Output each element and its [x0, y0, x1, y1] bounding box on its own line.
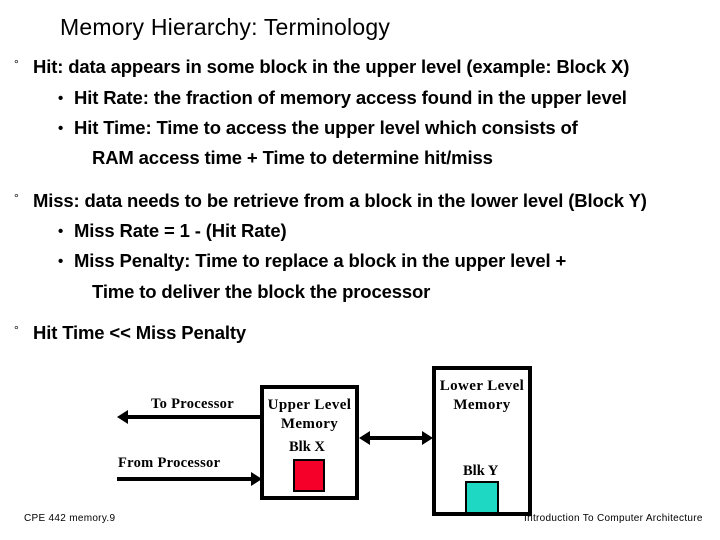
upper-level-title-line1: Upper Level [267, 397, 352, 413]
dot-bullet-icon: • [58, 120, 64, 137]
from-processor-label: From Processor [118, 455, 221, 471]
dot-bullet-icon: • [58, 223, 64, 240]
dot-bullet-icon: • [58, 90, 64, 107]
upper-level-memory-box: Upper Level Memory [260, 385, 359, 500]
blk-x-label: Blk X [289, 439, 325, 455]
bullet-line-hit-time: • Hit Time: Time to access the upper leve… [58, 117, 578, 139]
blk-y-swatch [465, 481, 499, 514]
bullet-text: Hit Time: Time to access the upper level… [74, 117, 578, 138]
bullet-text: Hit Time << Miss Penalty [33, 322, 247, 343]
bullet-text: Hit Rate: the fraction of memory access … [74, 87, 627, 108]
upper-level-title-line2: Memory [280, 416, 339, 432]
degree-bullet-icon: ° [14, 191, 19, 205]
lower-level-title-line1: Lower Level [439, 378, 525, 394]
bullet-line-miss-rate: • Miss Rate = 1 - (Hit Rate) [58, 220, 287, 242]
blk-x-swatch [293, 459, 325, 492]
to-processor-label: To Processor [151, 396, 234, 412]
page-title: Memory Hierarchy: Terminology [60, 14, 391, 40]
inter-level-arrow-head-right-icon [422, 431, 433, 445]
bullet-line-deliver-block: Time to deliver the block the processor [92, 281, 430, 303]
blk-y-label: Blk Y [463, 463, 499, 479]
footer-right-text: Introduction To Computer Architecture [524, 513, 703, 524]
to-processor-arrow-line [128, 415, 262, 419]
dot-bullet-icon: • [58, 253, 64, 270]
bullet-text: Miss Rate = 1 - (Hit Rate) [74, 220, 287, 241]
bullet-line-hit-rate: • Hit Rate: the fraction of memory access… [58, 87, 627, 109]
bullet-line-miss: ° Miss: data needs to be retrieve from a … [14, 190, 647, 212]
bullet-text: Miss: data needs to be retrieve from a b… [33, 190, 647, 211]
bullet-text: RAM access time + Time to determine hit/… [92, 147, 493, 168]
bullet-line-miss-penalty: • Miss Penalty: Time to replace a block i… [58, 250, 566, 272]
lower-level-memory-title: Lower Level Memory [436, 377, 528, 415]
degree-bullet-icon: ° [14, 57, 19, 71]
bullet-text: Time to deliver the block the processor [92, 281, 431, 302]
from-processor-arrow-line [117, 477, 251, 481]
lower-level-title-line2: Memory [453, 397, 511, 413]
bullet-text: Hit: data appears in some block in the u… [33, 56, 630, 77]
lower-level-memory-box: Lower Level Memory [432, 366, 532, 516]
bullet-text: Miss Penalty: Time to replace a block in… [74, 250, 567, 271]
to-processor-arrow-head-icon [117, 410, 128, 424]
inter-level-arrow-line [370, 436, 422, 440]
footer-left-text: CPE 442 memory.9 [24, 513, 116, 524]
inter-level-arrow-head-left-icon [359, 431, 370, 445]
upper-level-memory-title: Upper Level Memory [264, 396, 355, 434]
from-processor-arrow-head-icon [251, 472, 262, 486]
bullet-line-hit: ° Hit: data appears in some block in the … [14, 56, 629, 78]
degree-bullet-icon: ° [14, 323, 19, 337]
bullet-line-hit-time-vs-miss-penalty: ° Hit Time << Miss Penalty [14, 322, 246, 344]
bullet-line-ram-access: RAM access time + Time to determine hit/… [92, 147, 493, 169]
